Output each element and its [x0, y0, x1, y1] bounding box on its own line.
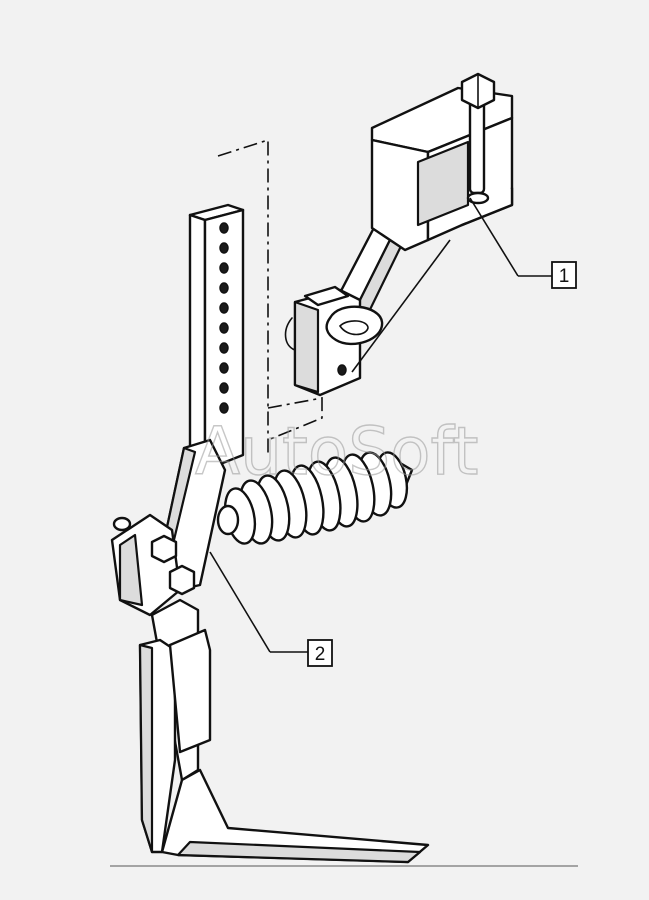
- alignment-guides: [217, 138, 323, 455]
- callout-1-label: 1: [559, 266, 570, 287]
- tine-shank: [138, 598, 430, 864]
- bar-holes: [219, 222, 229, 414]
- bolt-head-lower: [168, 564, 196, 596]
- bolt-head-upper: [150, 534, 178, 564]
- watermark: AutoSoft: [195, 413, 478, 490]
- bracket: [284, 239, 451, 397]
- callout-1: 1: [551, 261, 577, 289]
- callout-2: 2: [307, 639, 333, 667]
- callout-2-label: 2: [315, 644, 326, 665]
- compression-spring: [216, 451, 414, 545]
- frame-clamp: [370, 72, 514, 252]
